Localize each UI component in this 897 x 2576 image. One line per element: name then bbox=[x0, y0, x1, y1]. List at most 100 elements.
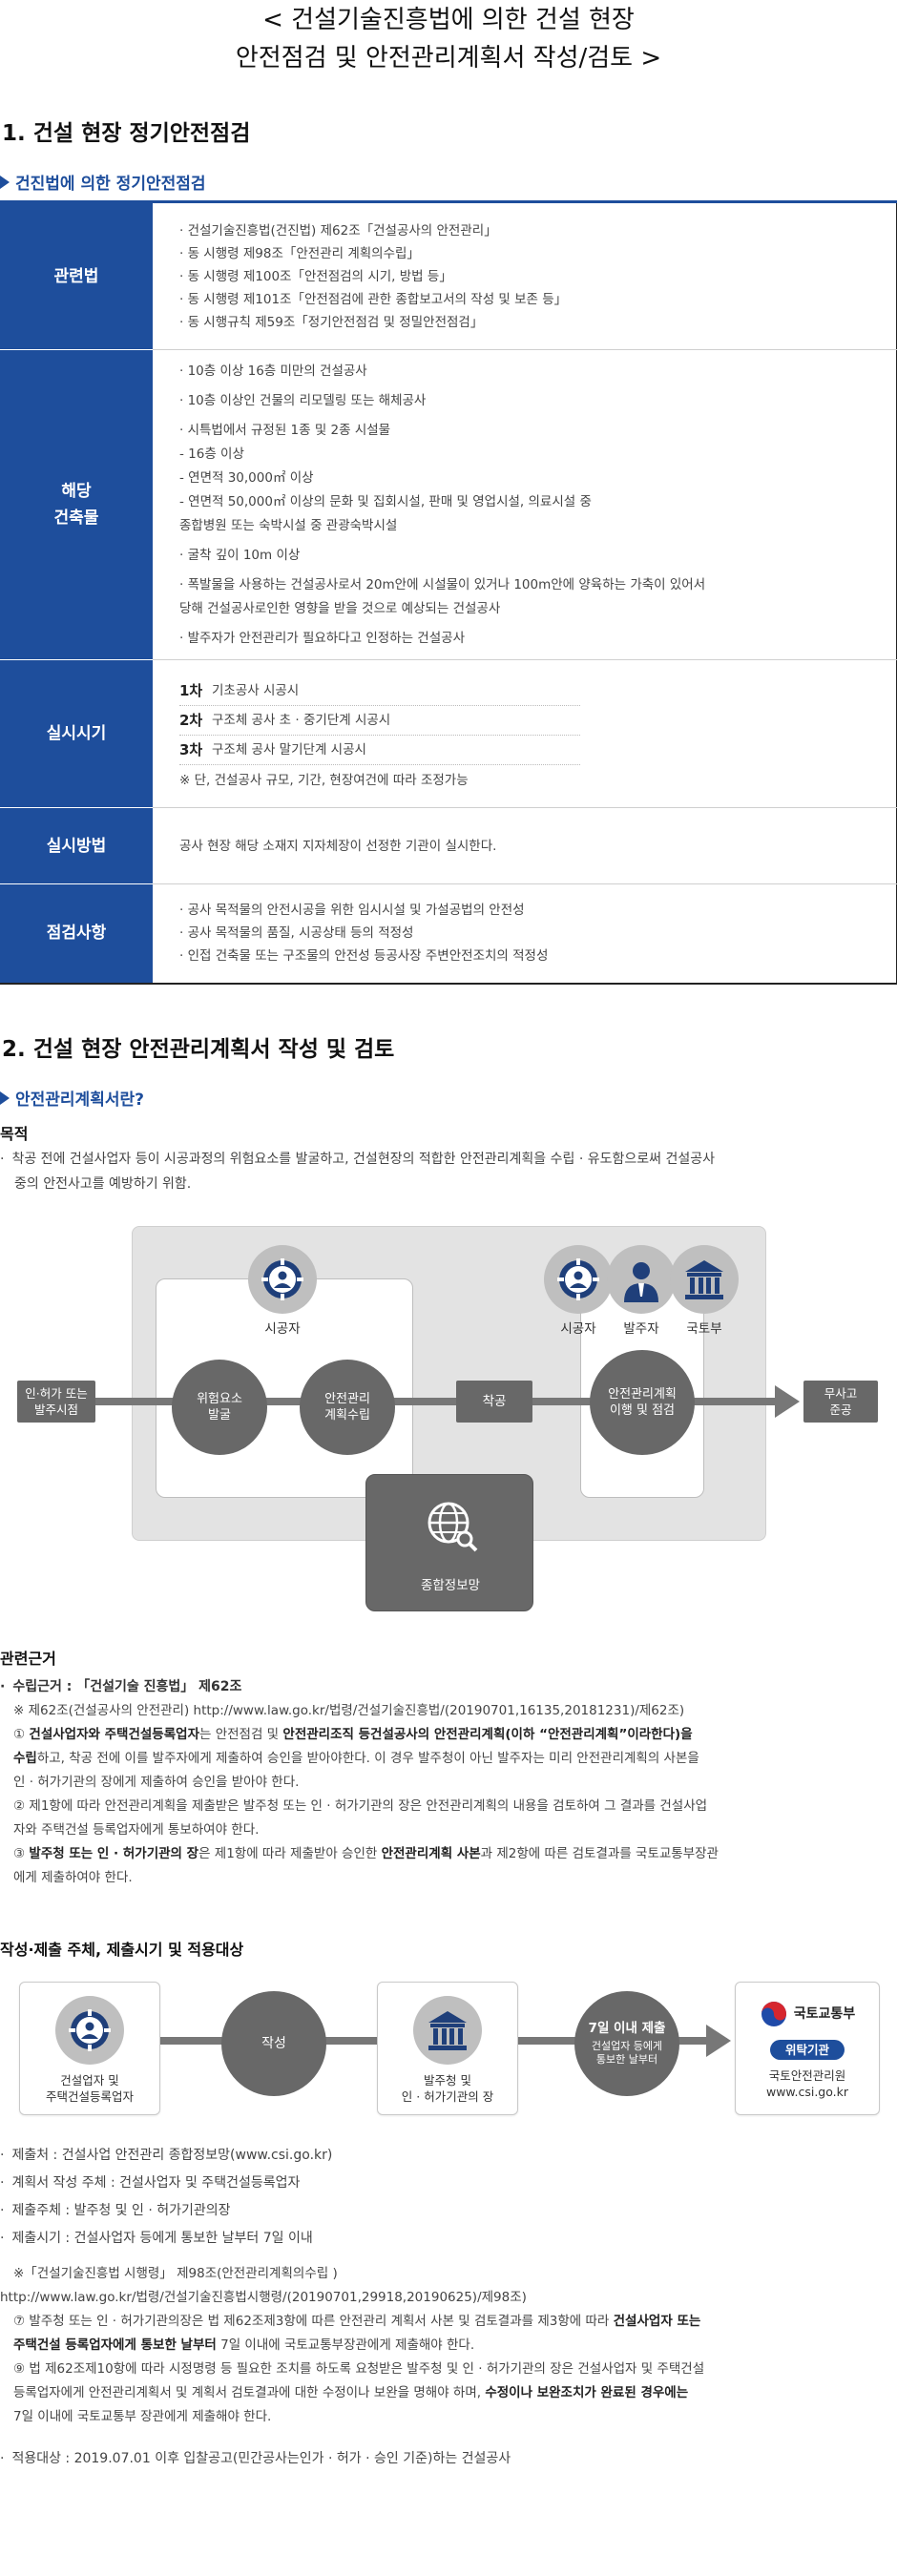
section2-title: 2. 건설 현장 안전관리계획서 작성 및 검토 bbox=[2, 1037, 395, 1062]
row-content-items: · 공사 목적물의 안전시공을 위한 임시시설 및 가설공법의 안전성 · 공사… bbox=[153, 883, 897, 984]
clause-text: 과 제2항에 따른 검토결과를 국토교통부장관 bbox=[480, 1846, 719, 1861]
triangle-bullet-icon bbox=[0, 175, 10, 189]
portal-text: 종합정보망 bbox=[420, 1578, 481, 1593]
reviewer-building-icon bbox=[413, 1996, 482, 2065]
ministry-caption: 국토부 bbox=[686, 1321, 722, 1337]
table-row-law: 관련법 · 건설기술진흥법(건진법) 제62조「건설공사의 안전관리」 · 동 … bbox=[0, 201, 897, 350]
write-text: 작성 bbox=[261, 2035, 286, 2051]
note-line: 주택건설 등록업자에게 통보한 날부터 7일 이내에 국토교통부장관에게 제출해… bbox=[13, 2334, 897, 2358]
finish-text: 무사고 준공 bbox=[824, 1386, 858, 1417]
bullet-dot: · bbox=[0, 1679, 6, 1694]
basis-note: ※ 제62조(건설공사의 안전관리) http://www.law.go.kr/… bbox=[13, 1703, 685, 1718]
businessman-icon bbox=[624, 1262, 658, 1302]
purpose-line-2: 중의 안전사고를 예방하기 위함. bbox=[14, 1176, 192, 1192]
gear-person-icon bbox=[69, 2009, 111, 2051]
row-content-target: · 10층 이상 16층 미만의 건설공사 · 10층 이상인 건물의 리모델링… bbox=[153, 349, 897, 660]
target-line: · 굴착 깊이 10m 이상 bbox=[179, 547, 301, 563]
basis-clause-2: ② 제1항에 따라 안전관리계획을 제출받은 발주청 또는 인 · 허가기관의 … bbox=[13, 1798, 708, 1814]
start-label-text: 인·허가 또는 발주시점 bbox=[25, 1386, 88, 1417]
bullet-dot: · bbox=[0, 2148, 5, 2163]
target-line: · 10층 이상 16층 미만의 건설공사 bbox=[179, 363, 367, 379]
note-text: 7일 이내에 국토교통부장관에게 제출해야 한다. bbox=[216, 2337, 475, 2353]
portal-box: 종합정보망 bbox=[365, 1474, 533, 1611]
basis-clause-1c: 인 · 허가기관의 장에게 제출하여 승인을 받아야 한다. bbox=[13, 1775, 300, 1790]
submission-diagram: 건설업자 및 주택건설등록업자 작성 발주청 및 인 · 허가기관의 장 7일 … bbox=[0, 1970, 897, 2123]
basis-body: ※ 제62조(건설공사의 안전관리) http://www.law.go.kr/… bbox=[0, 1699, 897, 1890]
stage-number: 1차 bbox=[179, 681, 203, 699]
bullet-dot: · bbox=[0, 1152, 5, 1167]
ministry-logo: 국토교통부 bbox=[760, 2000, 855, 2028]
note-line: ⑦ 발주청 또는 인 · 허가기관의장은 법 제62조제3항에 따른 안전관리 … bbox=[13, 2310, 897, 2334]
target-line: - 연면적 50,000㎡ 이상의 문화 및 집회시설, 판매 및 영업시설, … bbox=[179, 493, 592, 509]
clause-text: 는 안전점검 및 bbox=[199, 1727, 283, 1742]
execute-text: 안전관리계획 이행 및 점검 bbox=[608, 1387, 677, 1418]
basis-section: 관련근거 ·수립근거 : 「건설기술 진흥법」 제62조 ※ 제62조(건설공사… bbox=[0, 1646, 897, 1890]
inspection-table: 관련법 · 건설기술진흥법(건진법) 제62조「건설공사의 안전관리」 · 동 … bbox=[0, 200, 897, 985]
section1-subtitle-text: 건진법에 의한 정기안전점검 bbox=[15, 175, 206, 194]
basis-head: · 수립근거 : 「건설기술 진흥법」 제62조 bbox=[0, 1674, 897, 1699]
submit-line: 제출시기 : 건설사업자 등에게 통보한 날부터 7일 이내 bbox=[11, 2231, 313, 2246]
row-header-target: 해당 건축물 bbox=[0, 349, 153, 660]
bold-text: 수립 bbox=[13, 1751, 37, 1766]
timing-note: ※ 단, 건설공사 규모, 기간, 현장여건에 따라 조정가능 bbox=[179, 772, 469, 788]
purpose-text: · 착공 전에 건설사업자 등이 시공과정의 위험요소를 발굴하고, 건설현장의 … bbox=[0, 1147, 897, 1196]
reviewer-text: 발주청 및 인 · 허가기관의 장 bbox=[401, 2073, 494, 2104]
bold-text: 발주청 또는 인 · 허가기관의 장 bbox=[29, 1846, 199, 1861]
stage-text: 구조체 공사 말기단계 시공시 bbox=[212, 741, 366, 758]
bold-text: 수정이나 보완조치가 완료된 경우에는 bbox=[485, 2385, 689, 2400]
stage-row: 1차 기초공사 시공시 bbox=[179, 676, 580, 706]
list-item: ·제출시기 : 건설사업자 등에게 통보한 날부터 7일 이내 bbox=[0, 2225, 897, 2253]
bullet-dot: · bbox=[0, 2203, 5, 2218]
note-text: 등록업자에게 안전관리계획서 및 계획서 검토결과에 대한 수정이나 보완을 명… bbox=[13, 2385, 486, 2400]
target-line: 당해 건설공사로인한 영향을 받을 것으로 예상되는 건설공사 bbox=[179, 600, 501, 616]
gear-person-icon bbox=[261, 1258, 303, 1300]
title-line-2: 안전점검 및 안전관리계획서 작성/검토 > bbox=[235, 44, 662, 73]
deadline-circle: 7일 이내 제출 건설업자 등에게 통보한 날부터 bbox=[574, 1991, 679, 2096]
writer-card: 건설업자 및 주택건설등록업자 bbox=[19, 1982, 160, 2115]
writer-text: 건설업자 및 주택건설등록업자 bbox=[45, 2073, 134, 2104]
arrow-head-icon bbox=[706, 2025, 731, 2057]
globe-icon bbox=[428, 1502, 478, 1552]
page-title: < 건설기술진흥법에 의한 건설 현장 안전점검 및 안전관리계획서 작성/검토… bbox=[0, 0, 897, 76]
basis-head-text: 수립근거 : 「건설기술 진흥법」 제62조 bbox=[12, 1679, 242, 1694]
agency-name: 국토안전관리원 bbox=[768, 2068, 846, 2083]
apply-target: ·적용대상 : 2019.07.01 이후 입찰공고(민간공사는인가 · 허가 … bbox=[0, 2446, 897, 2471]
submit-line: 제출주체 : 발주청 및 인 · 허가기관의장 bbox=[11, 2203, 231, 2218]
reviewer-card: 발주청 및 인 · 허가기관의 장 bbox=[377, 1982, 518, 2115]
submit-details: ·제출처 : 건설사업 안전관리 종합정보망(www.csi.go.kr) ·계… bbox=[0, 2142, 897, 2471]
begin-label: 착공 bbox=[456, 1381, 532, 1423]
law-line: · 동 시행령 제101조「안전점검에 관한 종합보고서의 작성 및 보존 등」 bbox=[179, 291, 568, 307]
row-content-law: · 건설기술진흥법(건진법) 제62조「건설공사의 안전관리」 · 동 시행령 … bbox=[153, 201, 897, 350]
purpose-line-1: 착공 전에 건설사업자 등이 시공과정의 위험요소를 발굴하고, 건설현장의 적… bbox=[11, 1152, 715, 1167]
section2-subtitle: 안전관리계획서란? bbox=[0, 1086, 144, 1110]
basis-clause-1b: 수립하고, 착공 전에 이를 발주자에게 제출하여 승인을 받아야한다. 이 경… bbox=[13, 1747, 897, 1771]
government-building-icon bbox=[685, 1260, 723, 1299]
target-line: · 발주자가 안전관리가 필요하다고 인정하는 건설공사 bbox=[179, 630, 465, 646]
target-line: 종합병원 또는 숙박시설 중 관광숙박시설 bbox=[179, 517, 398, 533]
list-item: ·제출처 : 건설사업 안전관리 종합정보망(www.csi.go.kr) bbox=[0, 2142, 897, 2170]
list-item: · 제출주체 : 발주청 및 인 · 허가기관의장 bbox=[0, 2197, 897, 2225]
basis-clause-3: ③ 발주청 또는 인 · 허가기관의 장은 제1항에 따라 제출받아 승인한 안… bbox=[13, 1842, 897, 1866]
process-line bbox=[19, 1398, 792, 1405]
risk-text: 위험요소 발굴 bbox=[197, 1392, 242, 1423]
row-header-target-1: 해당 bbox=[61, 482, 92, 501]
clause-num: ③ bbox=[13, 1846, 30, 1861]
taegeuk-logo-icon bbox=[761, 2002, 786, 2026]
globe-search-icon bbox=[422, 1496, 481, 1555]
row-header-method: 실시방법 bbox=[0, 807, 153, 884]
gear-person-icon bbox=[557, 1258, 599, 1300]
builder2-gear-icon bbox=[544, 1245, 613, 1314]
target-line: - 연면적 30,000㎡ 이상 bbox=[179, 469, 314, 486]
basis-clause-2b: 자와 주택건설 등록업자에게 통보하여야 한다. bbox=[13, 1822, 260, 1838]
stage-text: 기초공사 시공시 bbox=[212, 682, 300, 698]
items-line: · 인접 건축물 또는 구조물의 안전성 등공사장 주변안전조치의 적정성 bbox=[179, 948, 549, 965]
bullet-dot: · bbox=[0, 2175, 5, 2191]
basis-clause-3b: 에게 제출하여야 한다. bbox=[13, 1870, 133, 1885]
arrow-head-icon bbox=[775, 1385, 800, 1418]
section1-title: 1. 건설 현장 정기안전점검 bbox=[2, 121, 251, 146]
builder-caption: 시공자 bbox=[264, 1321, 301, 1337]
purpose-title: 목적 bbox=[0, 1125, 29, 1143]
